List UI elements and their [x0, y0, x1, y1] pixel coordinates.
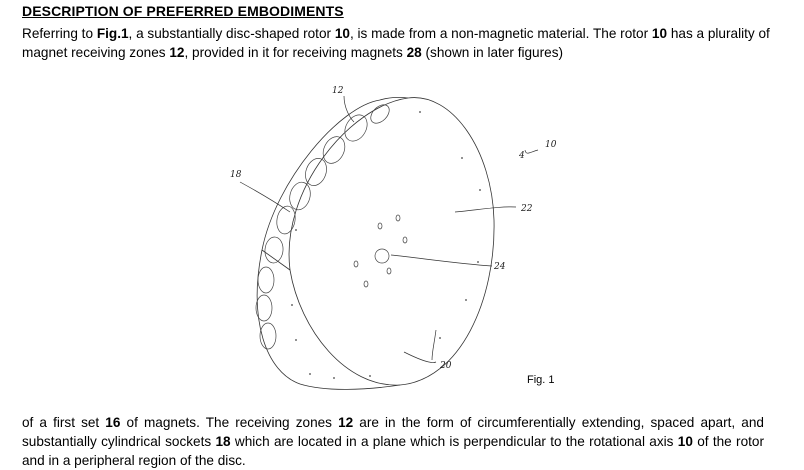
bold-reference: 18 [215, 434, 231, 449]
ref-label-22: 22 [520, 204, 533, 214]
ref-label-12: 12 [332, 86, 344, 96]
text-run: of the rotor and in a peripheral region … [22, 434, 765, 468]
bold-reference: 10 [677, 434, 693, 449]
socket [264, 236, 284, 264]
socket [255, 294, 273, 322]
text-run: , is made from a non-magnetic material. … [349, 26, 652, 41]
text-run: Referring to [22, 26, 97, 41]
ref-label-10: 10 [545, 140, 557, 150]
socket [370, 104, 390, 124]
socket [305, 158, 327, 186]
text-run: of magnets. The receiving zones [120, 415, 339, 430]
bold-reference: 10 [651, 26, 668, 41]
bold-reference: 12 [169, 45, 185, 60]
text-run: has a plurality of magnet receiving zone… [22, 26, 770, 60]
paragraph-1: Referring to Fig.1, a substantially disc… [22, 24, 792, 62]
bold-reference: 12 [338, 415, 354, 430]
text-run: , a substantially disc-shaped rotor [128, 26, 335, 41]
socket [344, 114, 368, 142]
section-heading: DESCRIPTION OF PREFERRED EMBODIMENTS [22, 3, 344, 19]
bold-reference: 16 [105, 415, 121, 430]
figure-caption: Fig. 1 [527, 374, 555, 386]
socket [322, 136, 346, 164]
bold-reference: 10 [334, 26, 350, 41]
socket [259, 322, 277, 350]
paragraph-2: of a first set 16 of magnets. The receiv… [22, 413, 764, 470]
ref-label-20: 20 [439, 361, 452, 371]
bold-reference: 28 [406, 45, 422, 60]
text-run: which are located in a plane which is pe… [230, 434, 678, 449]
ref-label-18: 18 [230, 170, 242, 180]
central-hole [374, 248, 390, 264]
text-run: (shown in later figures) [421, 45, 564, 60]
bold-reference: Fig.1 [96, 26, 129, 41]
socket [276, 205, 296, 235]
socket [257, 266, 275, 294]
socket [289, 181, 311, 211]
ref-label-4: 4 [518, 151, 525, 161]
ref-label-24: 24 [493, 262, 506, 272]
rotor-rim-outer-edge [256, 99, 401, 390]
text-run: of a first set [22, 415, 106, 430]
text-run: are in the form of circumferentially ext… [22, 415, 764, 449]
text-run: , provided in it for receiving magnets [184, 45, 407, 60]
